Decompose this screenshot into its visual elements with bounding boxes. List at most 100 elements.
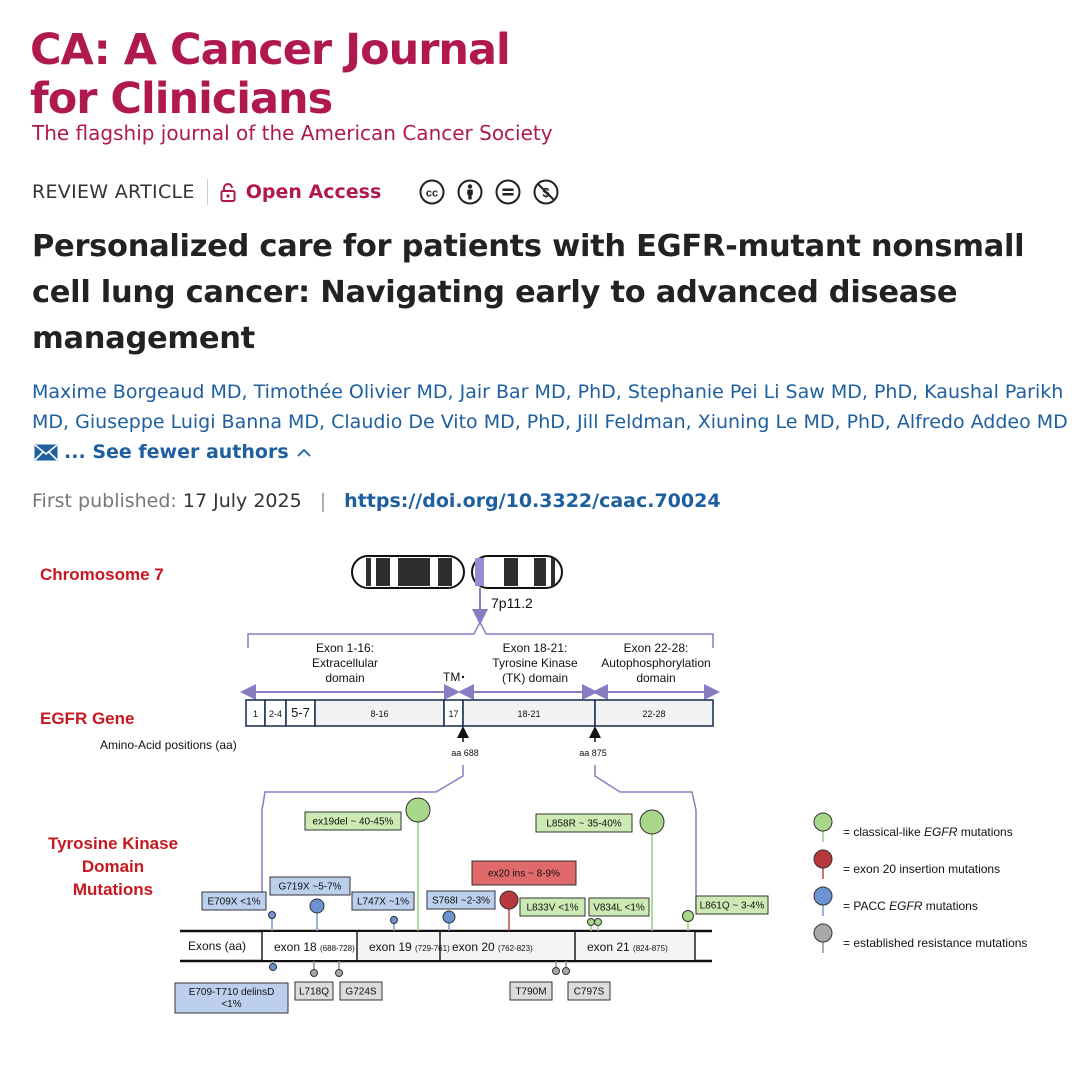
mutation-marker: G719X ~5-7% [269, 876, 351, 931]
legend-entry: = established resistance mutations [843, 936, 1027, 950]
mutation-label-box [174, 982, 289, 1014]
mutation-label-box [519, 897, 586, 917]
mutation-label-box [535, 813, 633, 833]
mutation-marker: ex19del ~ 40-45% [304, 797, 431, 931]
divider: | [319, 490, 327, 512]
domain-label: (TK) domain [502, 671, 568, 685]
mutation-label: ex20 ins ~ 8-9% [488, 869, 560, 880]
zoom-guide-right [594, 765, 697, 910]
exon-label: exon 19 (729-761) [369, 940, 450, 954]
domain-label: Autophosphorylation [601, 656, 710, 670]
mutation-marker: L747X ~1% [351, 891, 415, 931]
exon-label: exon 20 (762-823) [452, 940, 533, 954]
author-link[interactable]: Maxime Borgeaud MD [32, 381, 242, 403]
tk-domain-label: Mutations [73, 880, 153, 899]
license-icons[interactable]: cc $ [419, 179, 571, 205]
author-link[interactable]: Xiuning Le MD, PhD [697, 411, 885, 433]
email-icon[interactable] [34, 444, 58, 461]
mutation-label-box [588, 897, 650, 917]
mutation-label-box [567, 981, 611, 1001]
aa-position-label: aa 875 [579, 748, 607, 758]
mutation-marker: C797S [562, 961, 611, 1001]
mutation-label: E709-T710 delinsD [189, 987, 275, 998]
exon-label: exon 21 (824-875) [587, 940, 668, 954]
published-date: 17 July 2025 [182, 490, 302, 512]
legend-entry: = exon 20 insertion mutations [843, 862, 1000, 876]
mutation-label: C797S [574, 987, 605, 998]
open-access-label: Open Access [245, 181, 382, 203]
domain-label: Tyrosine Kinase [492, 656, 578, 670]
mutation-label: <1% [221, 999, 241, 1010]
open-access-link[interactable]: Open Access [220, 181, 382, 203]
svg-text:cc: cc [426, 188, 438, 200]
domain-label: Exon 18-21: [503, 641, 568, 655]
mutation-label: S768I ~2-3% [432, 896, 490, 907]
gene-segment-label: 22-28 [642, 709, 665, 719]
mutation-marker: S768I ~2-3% [426, 890, 496, 931]
author-link[interactable]: Alfredo Addeo MD [896, 411, 1068, 433]
author-link[interactable]: Kaushal Parikh MD [32, 381, 1064, 433]
author-list: Maxime Borgeaud MD, Timothée Olivier MD,… [32, 381, 1068, 463]
chromosome-ideogram [351, 555, 563, 589]
mutation-label-box [509, 981, 553, 1001]
mutation-marker: V834L <1% [588, 897, 650, 931]
domain-label: domain [325, 671, 364, 685]
exons-axis-label: Exons (aa) [188, 939, 246, 953]
mutation-label: G719X ~5-7% [278, 882, 341, 893]
mutation-marker: G724S [335, 961, 383, 1001]
gene-segment-label: 17 [448, 709, 458, 719]
exon-label: exon 18 (688-728) [274, 940, 355, 954]
mutation-label: L858R ~ 35-40% [546, 819, 621, 830]
mutation-label-box [294, 981, 334, 1001]
author-link[interactable]: Claudio De Vito MD, PhD [331, 411, 565, 433]
mutation-marker: T790M [509, 961, 560, 1001]
author-link[interactable]: Jair Bar MD, PhD [459, 381, 616, 403]
mutation-label: E709X <1% [207, 897, 260, 908]
gene-segment [314, 699, 445, 727]
mutation-marker: L861Q ~ 3-4% [682, 895, 769, 931]
domain-label: Exon 1-16: [316, 641, 374, 655]
gene-brace [247, 620, 714, 648]
gene-segment-label: 8-16 [370, 709, 388, 719]
mutation-marker: L718Q [294, 961, 334, 1001]
aa-positions-label: Amino-Acid positions (aa) [100, 738, 237, 752]
gene-segment [594, 699, 714, 727]
article-title: Personalized care for patients with EGFR… [32, 229, 1025, 356]
see-fewer-authors-button[interactable]: ... See fewer authors [64, 441, 311, 463]
author-link[interactable]: Stephanie Pei Li Saw MD, PhD [627, 381, 913, 403]
mutation-label: L718Q [299, 987, 329, 998]
mutation-marker: E709-T710 delinsD<1% [174, 961, 289, 1014]
see-fewer-label: ... See fewer authors [64, 441, 289, 463]
doi-link[interactable]: https://doi.org/10.3322/caac.70024 [344, 490, 721, 512]
mutation-marker: L858R ~ 35-40% [535, 809, 665, 931]
domain-label: domain [636, 671, 675, 685]
author-link[interactable]: Timothée Olivier MD [253, 381, 448, 403]
mutation-marker: E709X <1% [201, 891, 276, 931]
gene-segment-label: 2-4 [269, 709, 282, 719]
author-link[interactable]: Giuseppe Luigi Banna MD [75, 411, 320, 433]
mutation-label: T790M [515, 987, 546, 998]
domain-label: Extracellular [312, 656, 378, 670]
gene-segment [462, 699, 596, 727]
legend-entry: = classical-like EGFR mutations [843, 825, 1013, 839]
cc-icon: cc [419, 179, 445, 205]
lock-icon [220, 183, 236, 202]
locus-label: 7p11.2 [491, 595, 533, 611]
gene-segment-label: 5-7 [291, 705, 310, 720]
article-meta-row: REVIEW ARTICLE Open Access cc $ [32, 177, 571, 207]
by-icon [457, 179, 483, 205]
author-link[interactable]: Jill Feldman [577, 411, 686, 433]
mutation-label-box [426, 890, 496, 910]
mutation-label-box [471, 860, 577, 886]
mutation-label: V834L <1% [593, 903, 645, 914]
mutation-marker: ex20 ins ~ 8-9% [471, 860, 577, 931]
gene-segment-label: 18-21 [517, 709, 540, 719]
nd-icon [495, 179, 521, 205]
tk-domain-label: Domain [82, 857, 144, 876]
domain-label: Exon 22-28: [624, 641, 689, 655]
mutation-label-box [339, 981, 383, 1001]
mutation-label-box [304, 811, 402, 831]
